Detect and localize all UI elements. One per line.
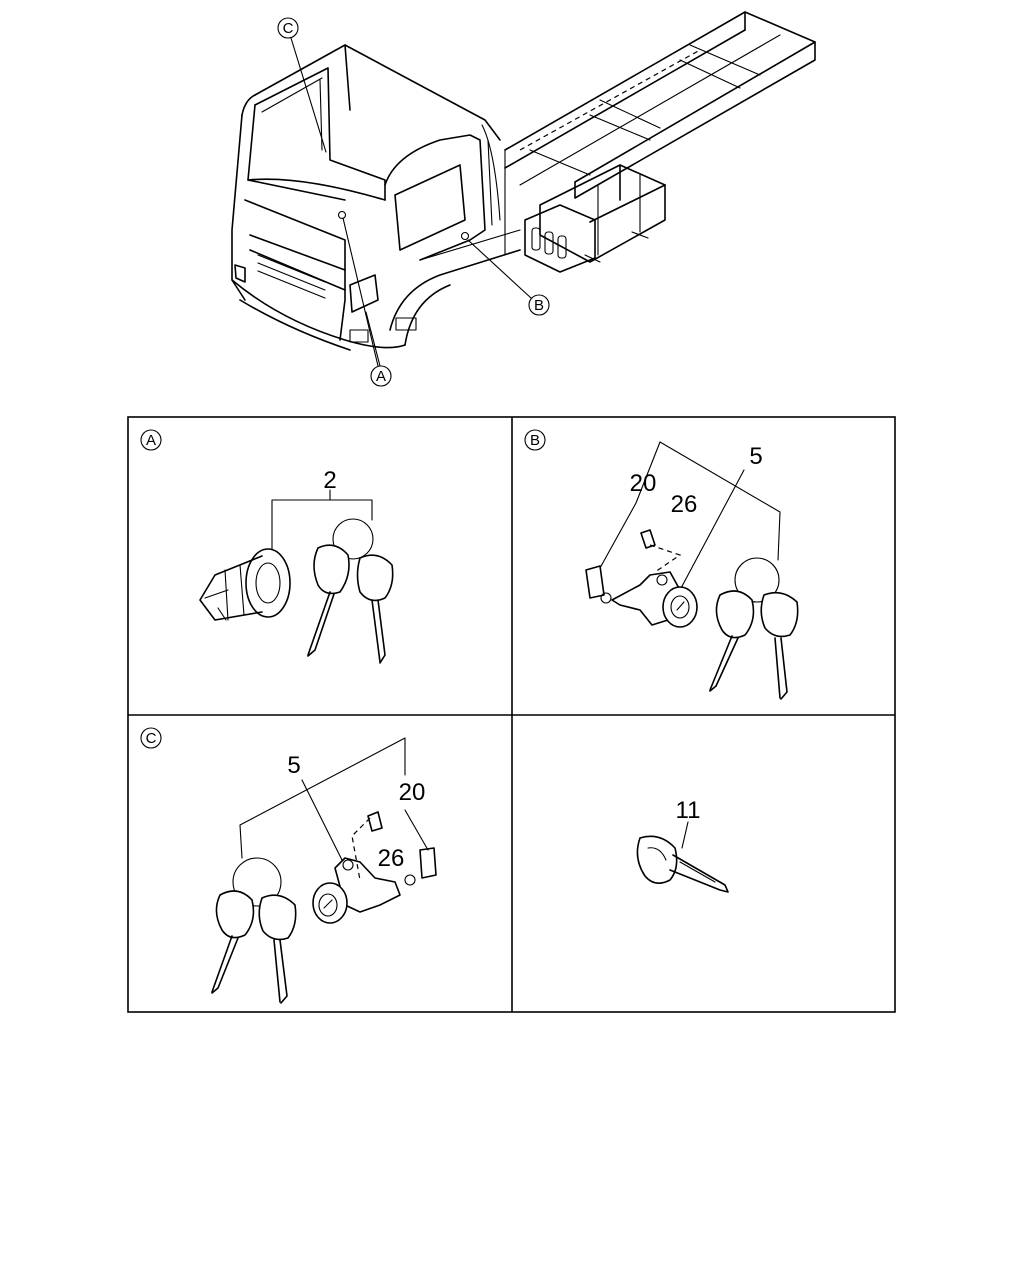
part-number-5: 5 bbox=[749, 443, 762, 470]
fuel-tank bbox=[524, 164, 666, 273]
callout-b-marker: B bbox=[467, 239, 550, 316]
panel-b-label: B bbox=[524, 429, 546, 451]
part-number-11: 11 bbox=[676, 797, 701, 824]
blank-key bbox=[636, 835, 729, 893]
svg-text:B: B bbox=[534, 297, 544, 314]
svg-text:B: B bbox=[530, 432, 540, 449]
key-set-a bbox=[307, 518, 394, 664]
door-lock-cylinder-c bbox=[312, 857, 401, 924]
door-lock-cylinder-b bbox=[611, 571, 698, 628]
part-number-26-c: 26 bbox=[378, 845, 405, 872]
panel-d: 11 bbox=[636, 797, 729, 893]
part-number-5-c: 5 bbox=[287, 752, 300, 779]
svg-text:A: A bbox=[146, 432, 156, 449]
callout-a-marker: A bbox=[342, 217, 392, 387]
panel-c: C 5 20 26 bbox=[140, 727, 437, 1004]
svg-text:C: C bbox=[283, 20, 294, 37]
part-number-26: 26 bbox=[671, 491, 698, 518]
svg-text:A: A bbox=[376, 368, 386, 385]
key-set-c bbox=[211, 857, 297, 1004]
panel-b: B 20 26 5 bbox=[524, 429, 799, 700]
key-set-b bbox=[709, 557, 799, 700]
chassis-frame bbox=[504, 11, 816, 199]
panel-c-label: C bbox=[140, 727, 162, 749]
part-number-20: 20 bbox=[630, 470, 657, 497]
parts-panel-grid bbox=[127, 416, 896, 1013]
truck-illustration bbox=[231, 11, 816, 351]
panel-a-label: A bbox=[140, 429, 162, 451]
part-number-20-c: 20 bbox=[399, 779, 426, 806]
ignition-lock-cylinder bbox=[199, 548, 291, 621]
callout-c-marker: C bbox=[277, 17, 327, 153]
svg-text:C: C bbox=[146, 730, 157, 747]
part-number-2: 2 bbox=[323, 467, 336, 494]
truck-cab bbox=[231, 44, 521, 351]
panel-a: A 2 bbox=[140, 429, 394, 664]
